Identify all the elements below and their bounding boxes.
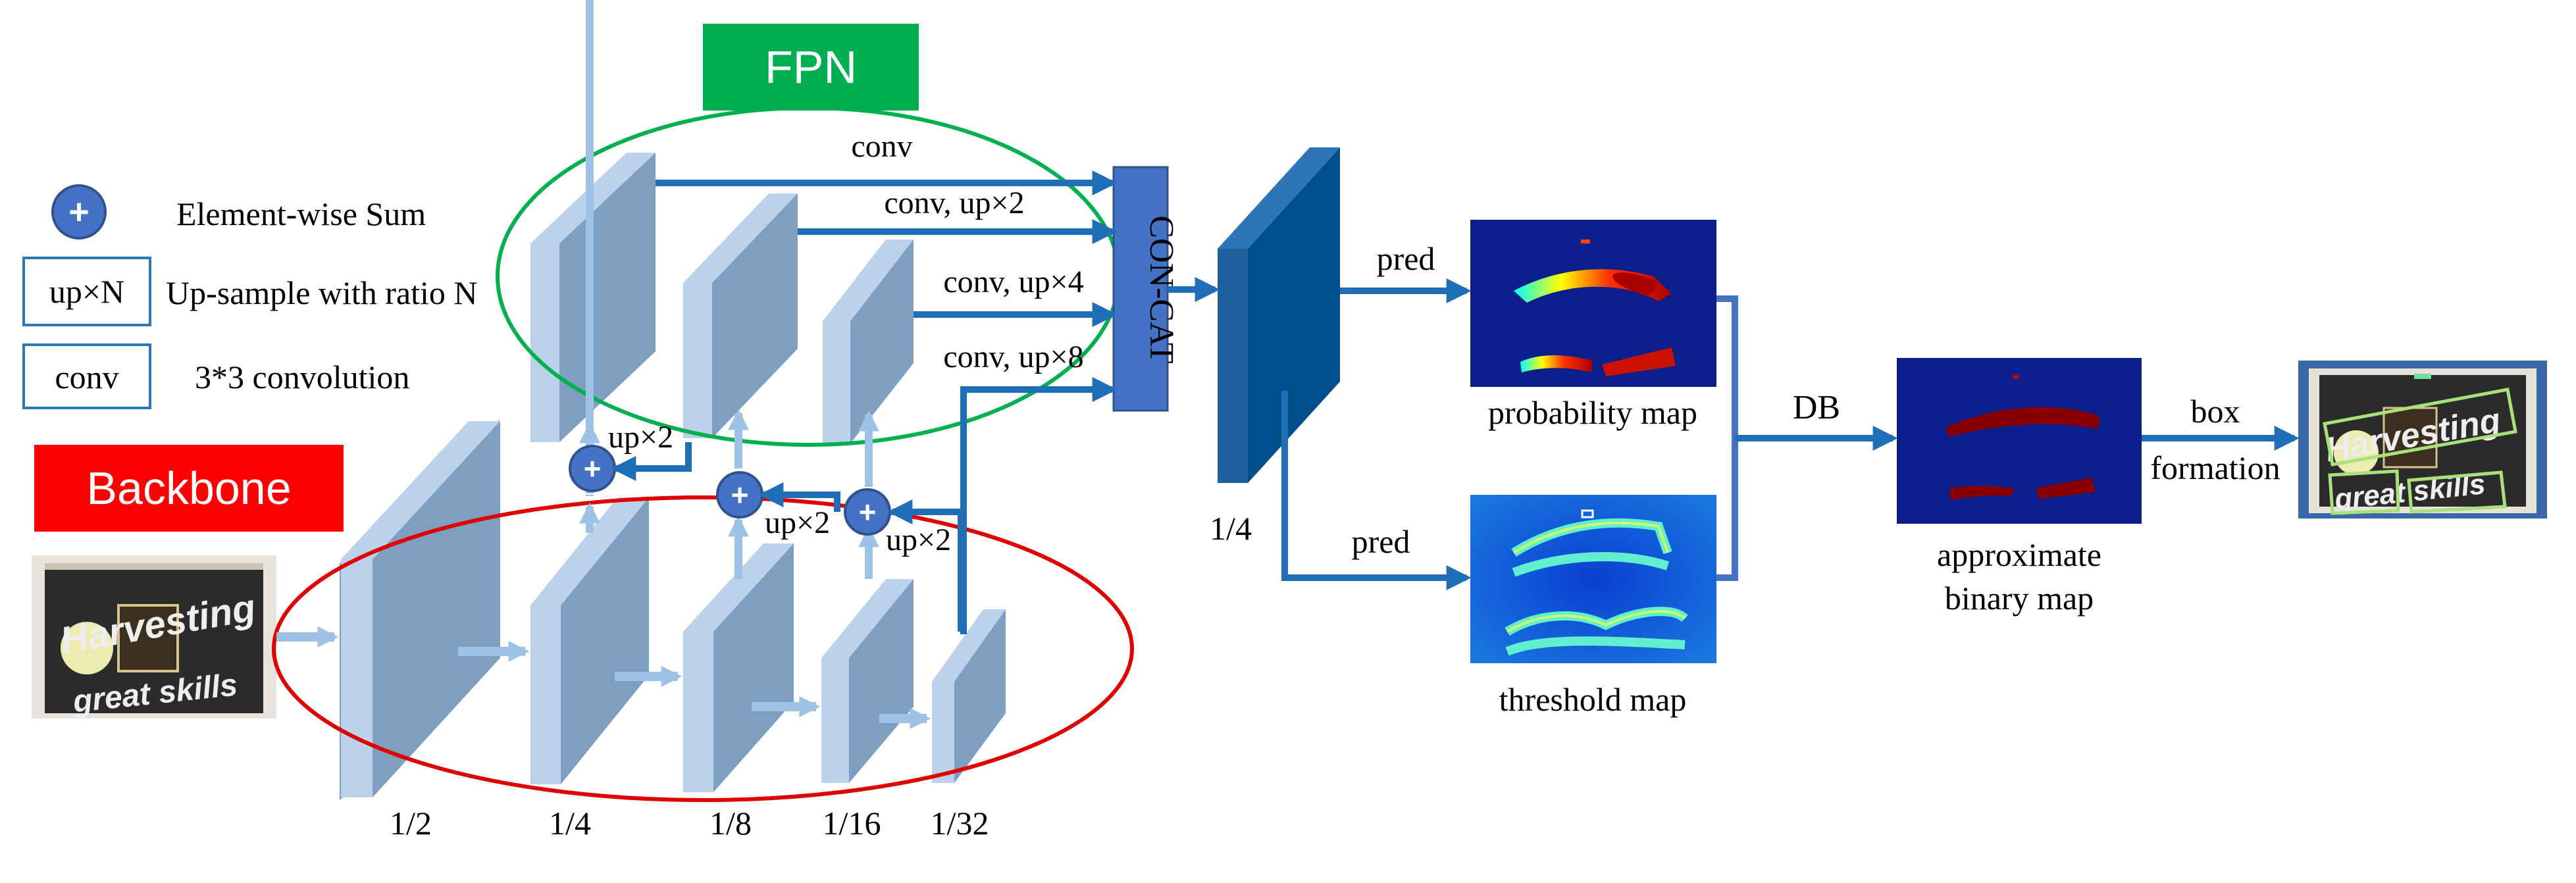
probability-map-image [1470, 220, 1716, 387]
backbone-block-s2 [341, 421, 500, 797]
legend-conv-key: conv [55, 359, 118, 395]
legend-conv-key-box [22, 343, 151, 409]
backbone-block-s8 [683, 543, 794, 792]
conv-up8-label: conv, up×8 [943, 340, 1083, 374]
input-image: Harvesting great skills [32, 555, 276, 719]
conv-up4-label: conv, up×4 [943, 265, 1083, 299]
scale-output-1-4: 1/4 [1210, 510, 1252, 547]
sum-node-1-symbol: + [584, 451, 602, 486]
box-formation-label-2: formation [2150, 449, 2280, 486]
element-wise-sum-icon [51, 184, 107, 240]
sum-nodes: + + + [569, 445, 891, 536]
output-feature-map [1218, 147, 1340, 483]
threshold-map-label: threshold map [1499, 681, 1687, 718]
scale-1-32: 1/32 [931, 805, 989, 842]
backbone-block-s32 [932, 609, 1006, 783]
db-connector [1716, 295, 1898, 581]
legend-up-key-box [22, 257, 151, 326]
box-formation-label-1: box [2191, 393, 2240, 430]
backbone-badge: Backbone [34, 445, 344, 532]
scale-1-16: 1/16 [823, 805, 881, 842]
threshold-map-image [1470, 495, 1716, 663]
fpn-block-3 [823, 240, 914, 443]
approx-map-label-2: binary map [1945, 580, 2094, 617]
db-label: DB [1793, 389, 1840, 426]
up2-label-b: up×2 [765, 505, 830, 540]
output-image: Harvesting great skills [2298, 361, 2547, 518]
fpn-label: FPN [765, 41, 857, 93]
fpn-badge: FPN [703, 24, 919, 111]
lateral-arrows [579, 0, 879, 579]
probability-map-label: probability map [1488, 394, 1697, 431]
sum-symbol: + [68, 192, 90, 232]
pred-label-top: pred [1377, 240, 1435, 277]
approx-map-label-1: approximate [1937, 536, 2101, 573]
legend-sum-desc: Element-wise Sum [176, 195, 426, 232]
legend: + Element-wise Sum up×N Up-sample with r… [22, 184, 478, 409]
scale-1-2: 1/2 [390, 805, 432, 842]
scale-1-4: 1/4 [549, 805, 591, 842]
sum-node-2-symbol: + [731, 478, 749, 512]
conv-label: conv [851, 129, 912, 164]
legend-up-key: up×N [49, 273, 124, 310]
legend-conv-desc: 3*3 convolution [195, 359, 409, 395]
pred-arrows [1281, 278, 1472, 590]
backbone-block-s16 [821, 579, 914, 783]
fpn-block-2 [683, 193, 798, 438]
backbone-ellipse [272, 495, 1134, 802]
legend-up-desc: Up-sample with ratio N [166, 274, 478, 311]
backbone-block-s4 [530, 497, 649, 784]
approximate-binary-map-image [1897, 358, 2142, 524]
conv-up2-label: conv, up×2 [884, 186, 1024, 220]
backbone-arrows [276, 626, 931, 729]
backbone-label: Backbone [86, 463, 291, 514]
fpn-concat-arrows [656, 170, 1118, 634]
up2-label-c: up×2 [886, 522, 951, 557]
scale-1-8: 1/8 [709, 805, 752, 842]
sum-node-3-symbol: + [859, 495, 877, 529]
pred-label-bottom: pred [1352, 523, 1410, 560]
up2-label-a: up×2 [608, 420, 673, 455]
